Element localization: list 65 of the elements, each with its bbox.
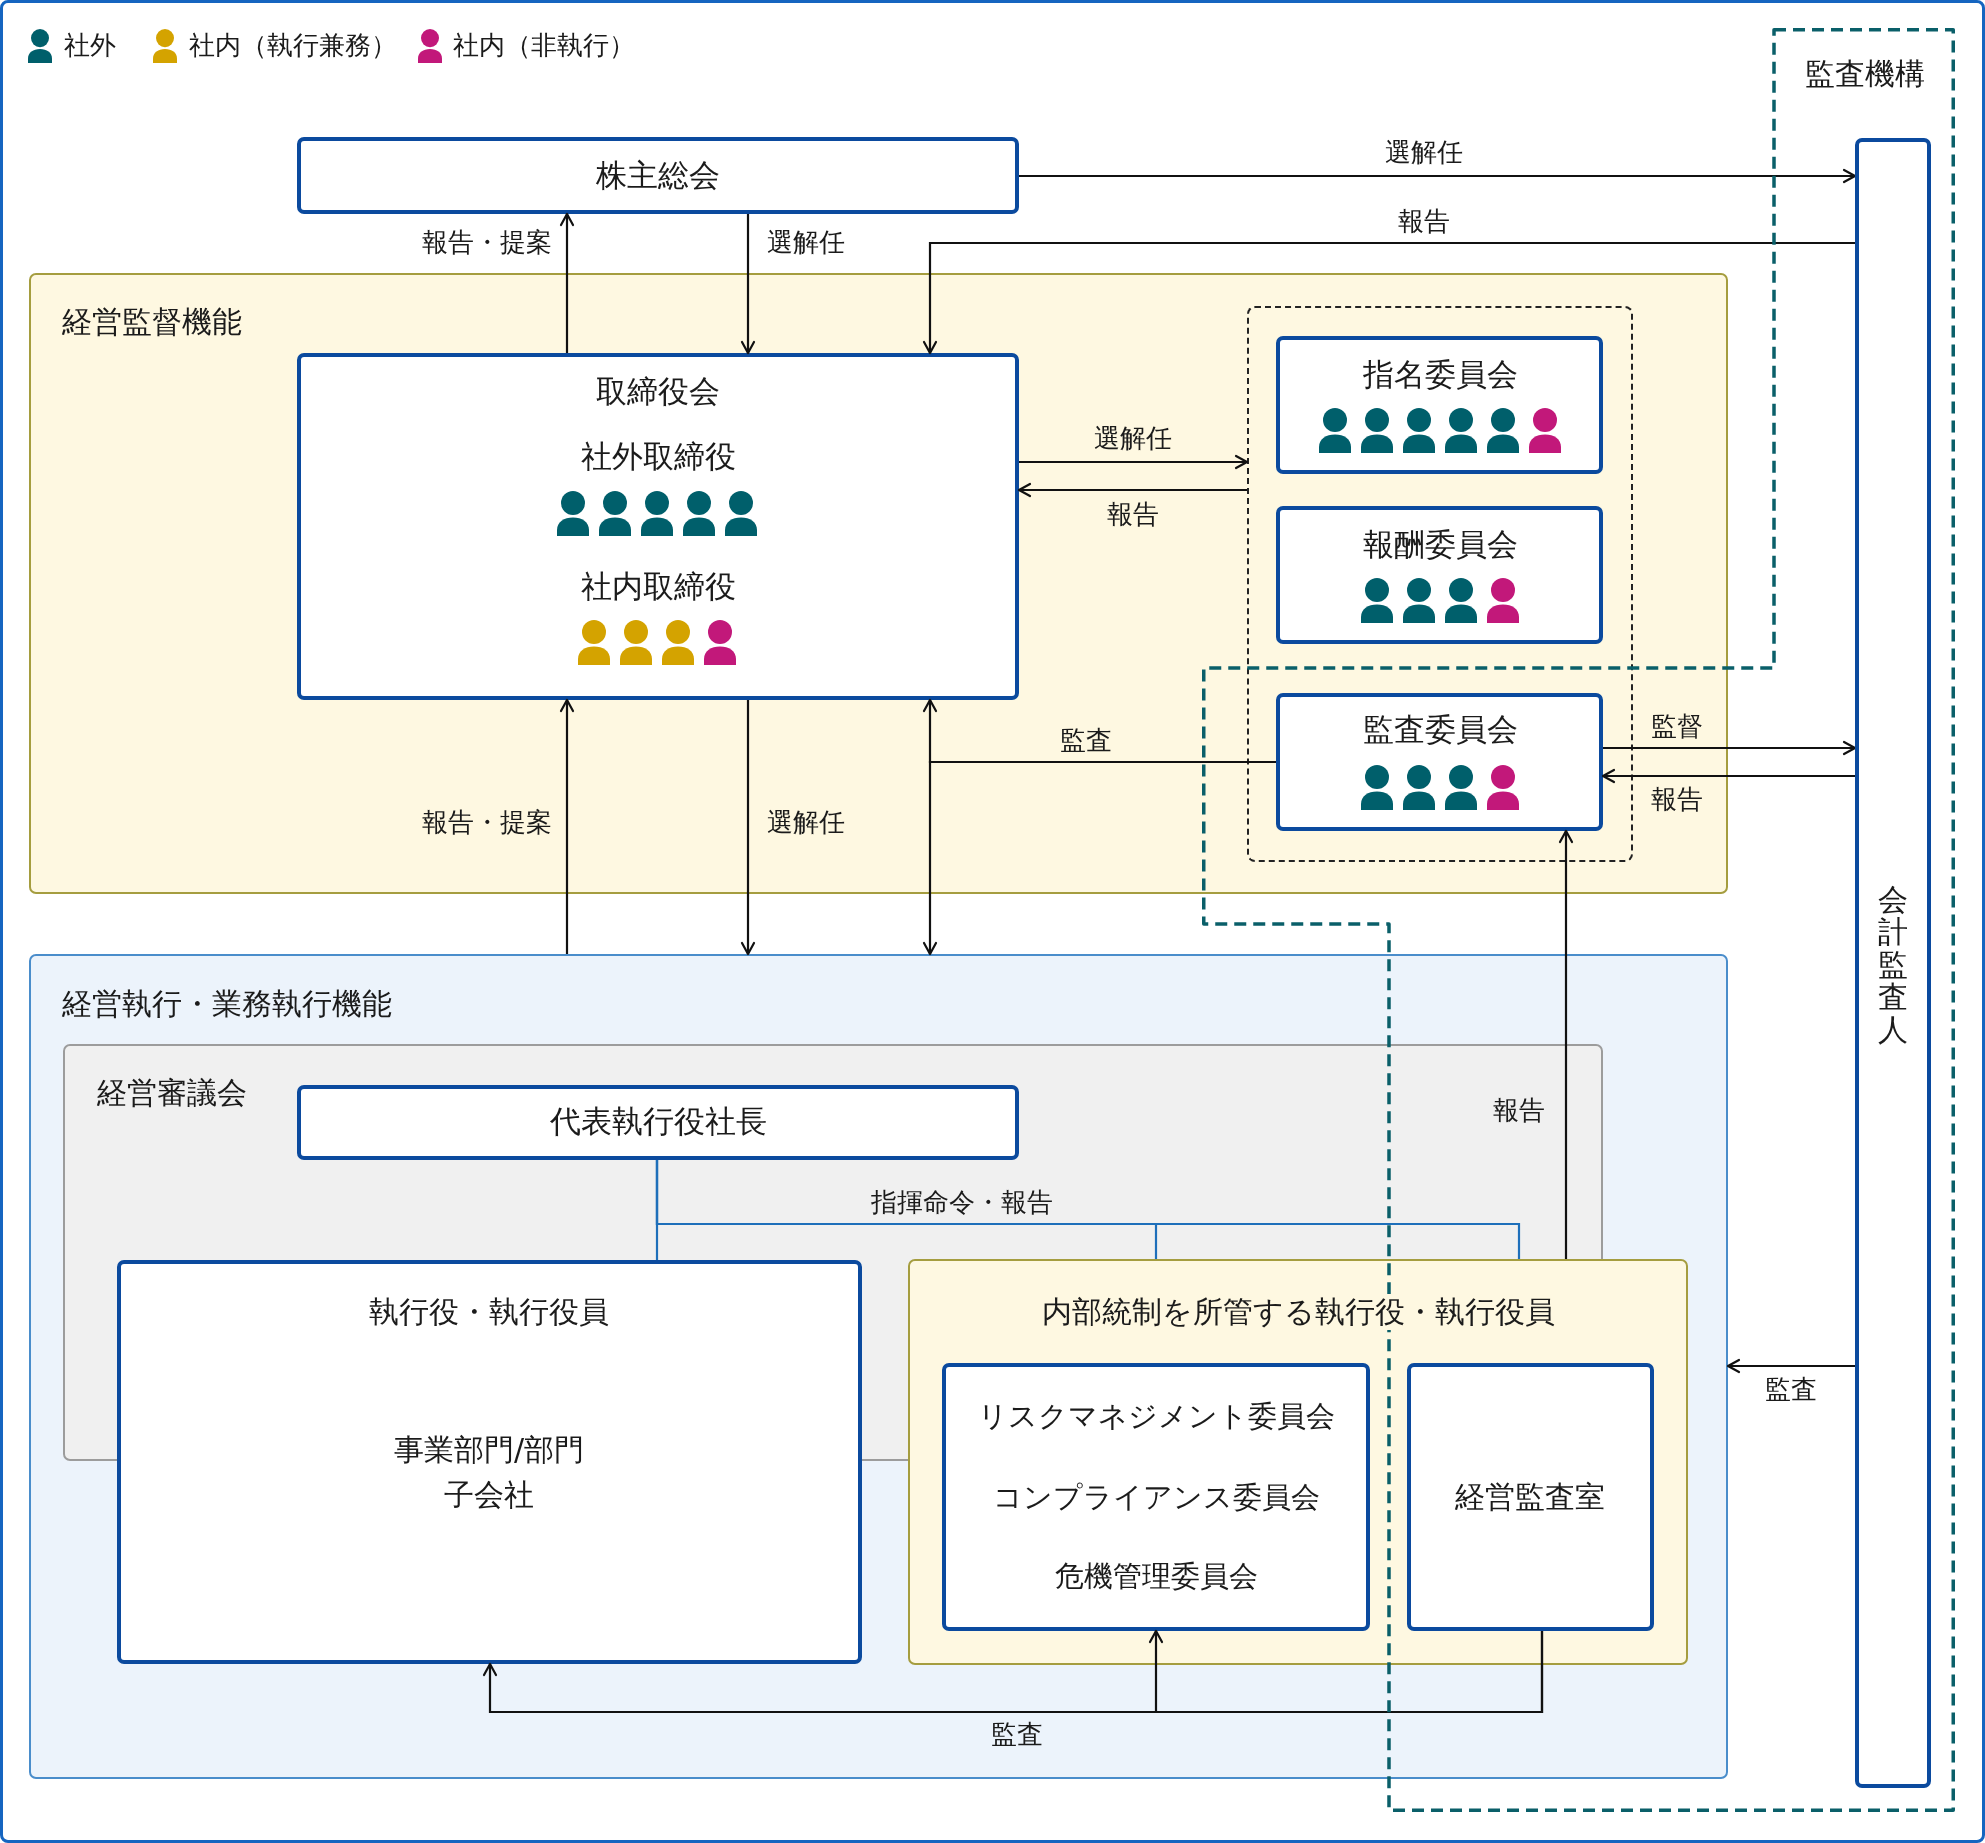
box-label: 経営監査室 xyxy=(1455,1479,1605,1515)
edge-label: 監督 xyxy=(1651,711,1703,743)
arrow xyxy=(740,700,756,956)
edge-label: 選解任 xyxy=(1385,137,1463,169)
org-box xyxy=(1276,336,1603,474)
edge-label: 指揮命令・報告 xyxy=(871,1187,1053,1219)
org-box xyxy=(1276,506,1603,644)
arrow xyxy=(740,214,756,355)
box-label: コンプライアンス委員会 xyxy=(992,1479,1320,1515)
box-label: 社内取締役 xyxy=(580,568,736,606)
box-label: 代表執行役社長 xyxy=(549,1103,767,1141)
arrow xyxy=(1558,829,1574,1259)
arrow xyxy=(1017,482,1247,498)
org-box xyxy=(942,1363,1370,1631)
box-label: 会計監査人 xyxy=(1878,884,1908,1046)
box-label: 監査委員会 xyxy=(1362,711,1518,749)
arrow xyxy=(1019,168,1857,184)
edge-label: 報告 xyxy=(1107,499,1159,531)
box-label: 危機管理委員会 xyxy=(1054,1558,1258,1594)
org-box xyxy=(1407,1363,1654,1631)
vertical-box xyxy=(1855,138,1931,1788)
edge-label: 報告 xyxy=(1651,784,1703,816)
edge-label: 選解任 xyxy=(767,807,845,839)
connector-line xyxy=(655,1160,1521,1259)
org-box xyxy=(297,1085,1019,1160)
panel-heading: 経営執行・業務執行機能 xyxy=(62,986,392,1022)
box-label: 執行役・執行役員 xyxy=(369,1294,609,1330)
panel-heading: 経営監督機能 xyxy=(62,304,242,340)
arrow xyxy=(1726,1358,1855,1374)
box-label: 株主総会 xyxy=(596,157,720,195)
shaded-panel xyxy=(29,954,1728,1779)
box-label: リスクマネジメント委員会 xyxy=(977,1398,1335,1434)
dashed-group-box xyxy=(1247,306,1633,862)
region-heading: 監査機構 xyxy=(1805,56,1925,92)
box-label: 社外取締役 xyxy=(580,438,736,476)
arrow xyxy=(1019,454,1249,470)
edge-label: 選解任 xyxy=(767,227,845,259)
box-label: 指名委員会 xyxy=(1362,356,1518,394)
org-box xyxy=(1276,693,1603,831)
arrow xyxy=(1148,1629,1544,1714)
edge-label: 報告 xyxy=(1493,1095,1545,1127)
arrow xyxy=(1603,740,1857,756)
edge-label: 監査 xyxy=(1060,725,1112,757)
edge-label: 監査 xyxy=(991,1719,1043,1751)
arrow xyxy=(559,698,575,954)
arrow xyxy=(1601,768,1855,784)
org-box xyxy=(117,1260,862,1664)
legend-label: 社内（執行兼務） xyxy=(189,30,397,62)
shaded-panel xyxy=(29,273,1728,894)
box-label: 子会社 xyxy=(444,1477,534,1513)
box-label: 事業部門/部門 xyxy=(393,1432,585,1468)
edge-label: 報告 xyxy=(1398,206,1450,238)
edge-label: 報告・提案 xyxy=(422,227,552,259)
edge-label: 報告・提案 xyxy=(422,807,552,839)
panel-heading: 経営審議会 xyxy=(97,1075,247,1111)
org-box xyxy=(297,353,1019,700)
legend-label: 社外 xyxy=(64,30,116,62)
arrow xyxy=(559,212,575,353)
legend-label: 社内（非執行） xyxy=(453,30,635,62)
edge-label: 選解任 xyxy=(1094,423,1172,455)
arrow xyxy=(922,241,1855,355)
box-label: 報酬委員会 xyxy=(1362,526,1518,564)
edge-label: 監査 xyxy=(1765,1374,1817,1406)
box-label: 取締役会 xyxy=(596,373,720,411)
org-box xyxy=(297,137,1019,214)
